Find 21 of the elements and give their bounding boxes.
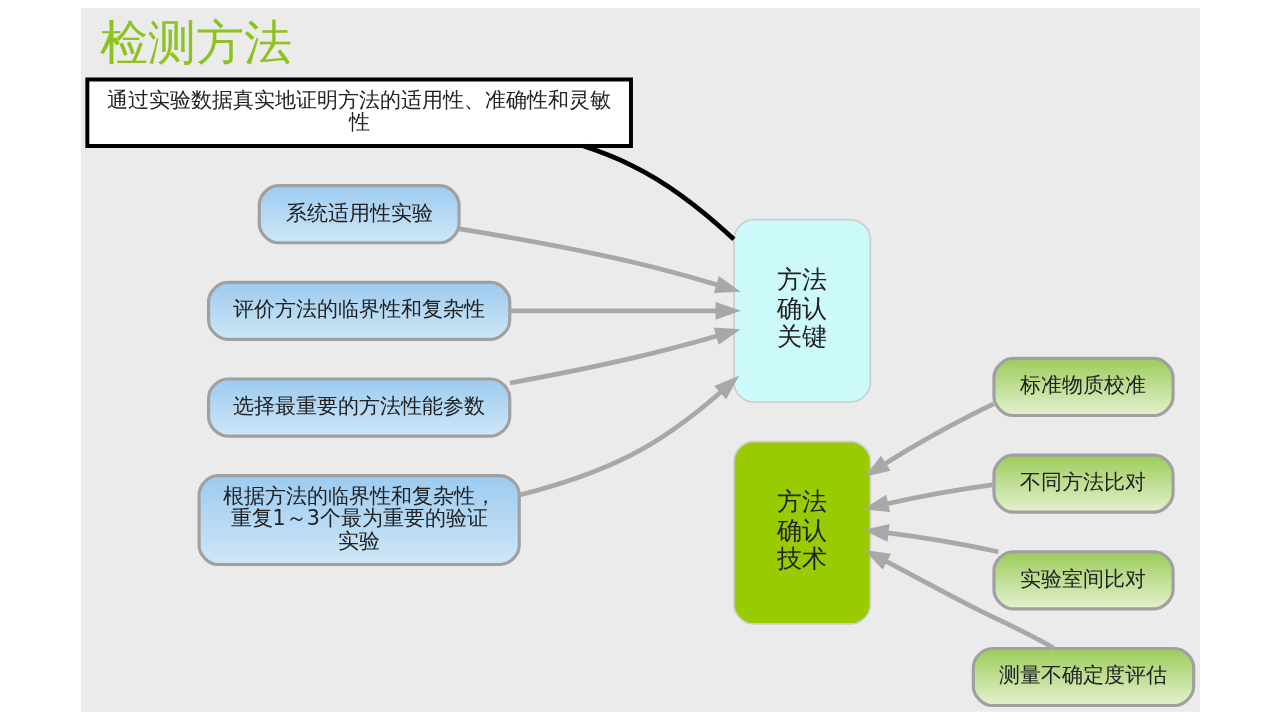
arrow: [862, 524, 999, 555]
arrow: [862, 482, 994, 513]
arrow: [509, 301, 741, 320]
node-box: 选择最重要的方法性能参数: [206, 377, 511, 438]
arrow: [509, 327, 741, 386]
node-box: 标准物质校准: [991, 356, 1175, 418]
arrow: [518, 375, 739, 498]
node-box: 评价方法的临界性和复杂性: [206, 280, 511, 341]
arrow: [863, 549, 1055, 651]
node-box: 方法确认技术: [732, 440, 871, 625]
node-box: 方法确认关键: [732, 218, 871, 403]
node-box: 不同方法比对: [991, 453, 1175, 514]
node-box: 通过实验数据真实地证明方法的适用性、准确性和灵敏性: [84, 77, 633, 148]
node-box: 实验室间比对: [991, 550, 1175, 611]
node-box: 系统适用性实验: [257, 184, 461, 245]
node-box: 测量不确定度评估: [971, 646, 1195, 708]
arrow: [863, 401, 995, 477]
diagram-title: 检测方法: [99, 14, 292, 70]
arrow: [458, 226, 741, 293]
connector: [582, 143, 736, 242]
node-box: 根据方法的临界性和复杂性，重复1～3个最为重要的验证实验: [197, 474, 521, 567]
